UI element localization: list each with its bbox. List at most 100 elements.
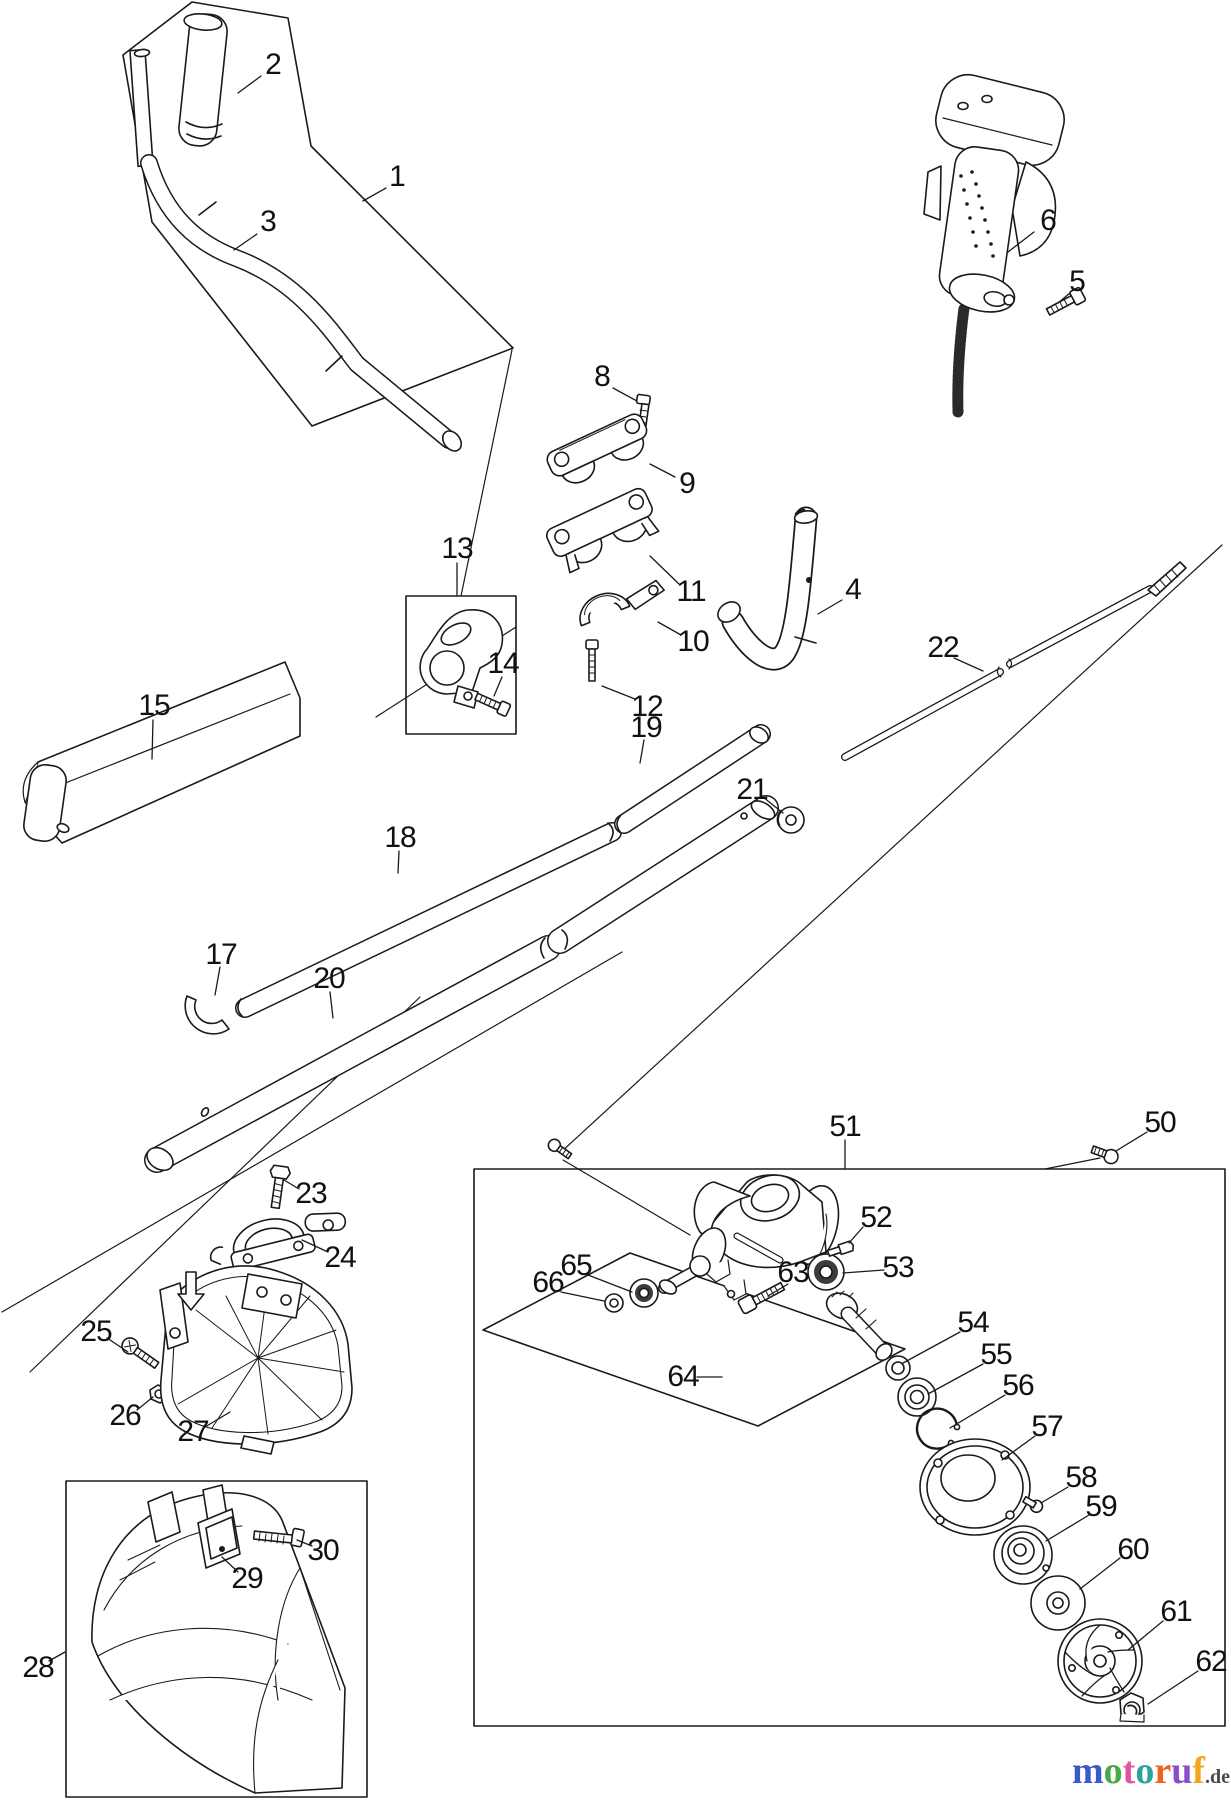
part-label-9[interactable]: 9: [679, 467, 696, 500]
gearbox-housing: [686, 1168, 846, 1300]
clamp-half-10: [573, 572, 667, 631]
part-label-2[interactable]: 2: [265, 48, 282, 81]
part-label-50[interactable]: 50: [1144, 1106, 1176, 1139]
part-label-15[interactable]: 15: [138, 689, 170, 722]
plate-29: [198, 1509, 240, 1568]
handlebar-group-outline: [123, 2, 513, 426]
part-label-65[interactable]: 65: [560, 1249, 592, 1282]
part-label-24[interactable]: 24: [324, 1241, 356, 1274]
handle-grip-dots: [959, 170, 995, 258]
screw-30: [254, 1528, 305, 1547]
screw-58: [1021, 1494, 1044, 1514]
part-label-18[interactable]: 18: [384, 821, 416, 854]
part-label-60[interactable]: 60: [1117, 1533, 1149, 1566]
part-label-5[interactable]: 5: [1069, 265, 1086, 298]
clamp-bracket-11: [544, 486, 662, 575]
part-label-25[interactable]: 25: [80, 1315, 112, 1348]
part-label-30[interactable]: 30: [307, 1534, 339, 1567]
handlebar-grip: [177, 12, 229, 148]
washer-60: [1031, 1576, 1085, 1630]
part-label-13[interactable]: 13: [441, 532, 473, 565]
pinion-shaft: [657, 1256, 710, 1297]
bent-tube-4: [714, 509, 818, 659]
part-label-14[interactable]: 14: [487, 647, 519, 680]
screw-topleft: [546, 1137, 573, 1161]
deflector-group-box: [66, 1481, 367, 1797]
screw-25: [119, 1335, 162, 1372]
gear-internals-box: [483, 1253, 905, 1426]
part-label-23[interactable]: 23: [295, 1177, 327, 1210]
part-label-59[interactable]: 59: [1085, 1490, 1117, 1523]
part-label-64[interactable]: 64: [667, 1360, 699, 1393]
part-label-28[interactable]: 28: [22, 1651, 54, 1684]
part-label-52[interactable]: 52: [860, 1201, 892, 1234]
bolt-14: [474, 691, 511, 717]
gearhead-group-box: [474, 1169, 1225, 1726]
part-label-51[interactable]: 51: [829, 1110, 861, 1143]
part-label-11[interactable]: 11: [676, 575, 706, 608]
construction-lines: [2, 350, 1222, 1372]
throttle-handle: [924, 69, 1070, 412]
bolt-12: [586, 640, 598, 681]
washer-54: [886, 1356, 910, 1380]
screw-50: [1090, 1143, 1120, 1165]
part-label-57[interactable]: 57: [1031, 1410, 1063, 1443]
part-label-26[interactable]: 26: [109, 1399, 141, 1432]
bushing-66: [605, 1294, 623, 1312]
part-label-17[interactable]: 17: [205, 938, 237, 971]
part-label-19[interactable]: 19: [630, 711, 662, 744]
part-label-27[interactable]: 27: [177, 1415, 209, 1448]
part-label-54[interactable]: 54: [957, 1306, 989, 1339]
nut-62: [1120, 1693, 1144, 1722]
part-label-1[interactable]: 1: [389, 160, 406, 193]
cover-plate-57: [920, 1439, 1030, 1535]
part-label-29[interactable]: 29: [231, 1562, 263, 1595]
label-leaders: [49, 76, 1198, 1704]
socket-bolt-63: [737, 1279, 786, 1314]
part-label-63[interactable]: 63: [777, 1256, 809, 1289]
part-label-6[interactable]: 6: [1040, 204, 1057, 237]
tube-18: [238, 823, 613, 1017]
part-label-22[interactable]: 22: [927, 631, 959, 664]
part-label-10[interactable]: 10: [677, 625, 709, 658]
drive-shaft-22: [845, 562, 1186, 757]
part-label-8[interactable]: 8: [594, 360, 611, 393]
guard-27: [160, 1266, 352, 1454]
output-shaft: [823, 1289, 896, 1364]
half-clip-17: [185, 996, 229, 1034]
logo-letter: o: [1103, 1750, 1123, 1792]
part-label-58[interactable]: 58: [1065, 1461, 1097, 1494]
part-label-66[interactable]: 66: [532, 1266, 564, 1299]
tube-19: [617, 724, 771, 833]
orientation-arrow: [178, 1272, 204, 1310]
grommet-21: [778, 807, 804, 833]
part-label-3[interactable]: 3: [260, 205, 277, 238]
part-label-12[interactable]: 12: [631, 690, 663, 723]
part-label-62[interactable]: 62: [1195, 1645, 1227, 1678]
bearing-55: [898, 1378, 936, 1416]
part-label-56[interactable]: 56: [1002, 1369, 1034, 1402]
part-label-53[interactable]: 53: [882, 1251, 914, 1284]
logo-letter: u: [1171, 1750, 1193, 1792]
bracket-24: [205, 1201, 352, 1276]
bearing-53: [808, 1254, 844, 1290]
bearing-65: [630, 1279, 658, 1307]
shaft-cover-15: [22, 662, 300, 843]
clamp-13: [420, 610, 502, 708]
part-label-55[interactable]: 55: [980, 1338, 1012, 1371]
part-label-4[interactable]: 4: [845, 573, 862, 606]
motoruf-logo[interactable]: motoruf.de: [1072, 1749, 1230, 1793]
trimmer-head-61: [1058, 1619, 1142, 1703]
logo-letter: f: [1192, 1750, 1205, 1792]
part-label-61[interactable]: 61: [1160, 1595, 1192, 1628]
logo-letter: o: [1135, 1750, 1155, 1792]
main-tube-20: [143, 797, 778, 1175]
clamp-upper-9: [544, 411, 655, 491]
part-label-21[interactable]: 21: [736, 773, 768, 806]
cup-59: [994, 1526, 1052, 1584]
part-label-20[interactable]: 20: [313, 962, 345, 995]
logo-letter: r: [1154, 1750, 1172, 1792]
logo-letter: m: [1072, 1750, 1104, 1792]
